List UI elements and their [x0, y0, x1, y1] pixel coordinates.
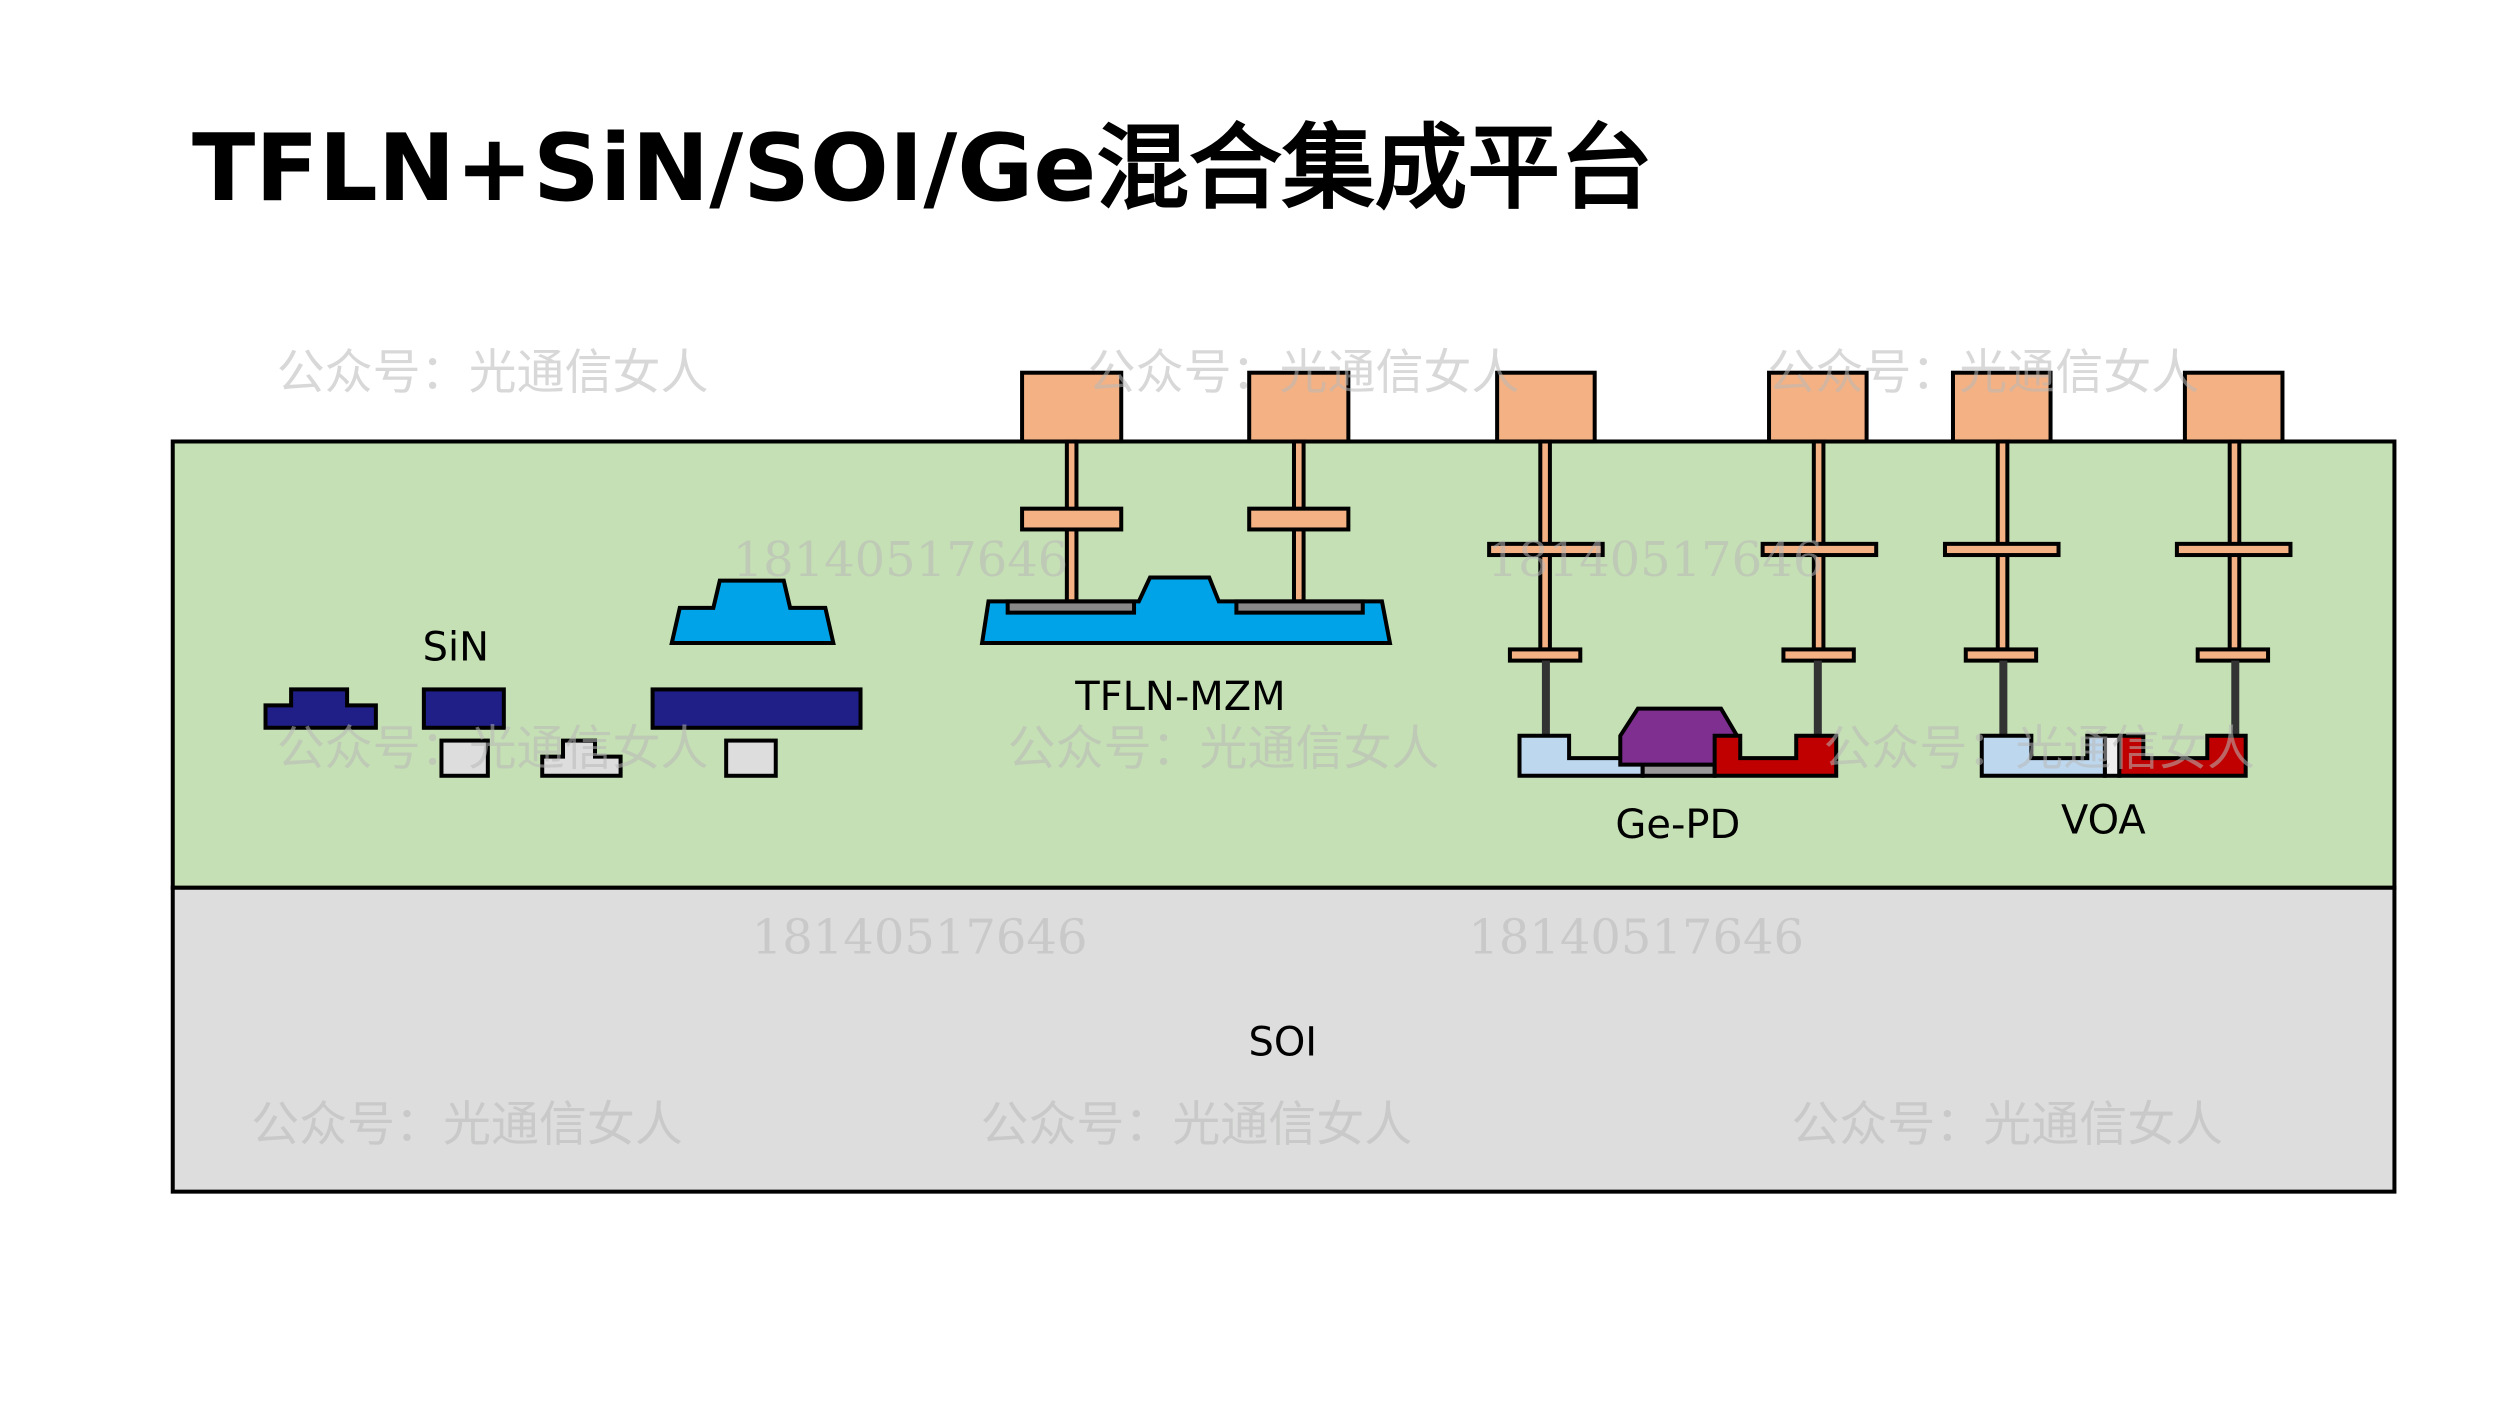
- sin-section: SiN: [263, 578, 863, 778]
- metal-pad: [1950, 370, 2053, 444]
- watermark-account: 公众号：光通信女人: [1008, 721, 1440, 777]
- sin-strip-waveguide: [421, 687, 506, 730]
- si-strip-waveguide: [724, 738, 778, 778]
- tfln-mzm-section: TFLN-MZM: [979, 370, 1393, 720]
- metal-layer: [1507, 647, 1583, 663]
- metal-layer: [1963, 647, 2039, 663]
- soi-label: SOI: [1248, 1020, 1317, 1066]
- contact-via: [1813, 660, 1822, 736]
- watermark-account: 公众号：光通信女人: [277, 721, 709, 777]
- metal-layer: [1247, 506, 1351, 532]
- metal-pad: [1495, 370, 1597, 444]
- contact-via: [1999, 660, 2008, 736]
- metal-layer: [1781, 647, 1856, 663]
- watermark-account: 公众号：光通信女人: [1823, 721, 2255, 777]
- metal-layer: [2174, 541, 2293, 558]
- watermark-account: 公众号：光通信女人: [980, 1096, 1412, 1152]
- watermark-account: 公众号：光通信女人: [1088, 345, 1520, 401]
- n-doped-region: [1712, 733, 1839, 778]
- watermark-account: 公众号：光通信女人: [1791, 1096, 2223, 1152]
- mzm-electrode: [1005, 599, 1137, 615]
- metal-layer: [1942, 541, 2061, 558]
- n-doped-region: [2117, 733, 2248, 778]
- metal-layer: [2195, 647, 2271, 663]
- sin-wide-waveguide: [650, 687, 863, 730]
- watermark-account: 公众号：光通信女人: [1767, 345, 2199, 401]
- page-title: TFLN+SiN/SOI/Ge混合集成平台: [192, 114, 1653, 222]
- metal-pad: [1020, 370, 1124, 444]
- voa-label: VOA: [2061, 797, 2146, 843]
- watermark-phone: 18140517646: [1468, 909, 1804, 965]
- voa-section: VOA: [1942, 370, 2293, 843]
- metal-layer: [1020, 506, 1124, 532]
- watermarks: 公众号：光通信女人 公众号：光通信女人 公众号：光通信女人 1814051764…: [251, 345, 2255, 1153]
- si-rib-waveguide: [540, 738, 623, 778]
- watermark-account: 公众号：光通信女人: [251, 1096, 683, 1152]
- watermark-phone: 18140517646: [752, 909, 1088, 965]
- contact-via: [2231, 660, 2240, 736]
- sin-rib-waveguide: [263, 687, 378, 730]
- watermark-phone: 18140517646: [733, 532, 1069, 588]
- metal-layer: [1760, 541, 1879, 558]
- metal-pad: [2182, 370, 2285, 444]
- soi-substrate-layer: [170, 885, 2397, 1194]
- watermark-account: 公众号：光通信女人: [277, 345, 709, 401]
- si-strip-waveguide: [439, 738, 490, 778]
- sin-label: SiN: [423, 625, 489, 671]
- metal-layer: [1487, 541, 1605, 558]
- watermark-phone: 18140517646: [1488, 532, 1824, 588]
- metal-pad: [1247, 370, 1351, 444]
- contact-via: [1541, 660, 1550, 736]
- mzm-label: TFLN-MZM: [1074, 674, 1285, 720]
- mzm-electrode: [1234, 599, 1365, 615]
- ge-pd-section: Ge-PD: [1487, 370, 1879, 848]
- ge-pd-label: Ge-PD: [1615, 802, 1740, 848]
- tfln-rib-waveguide: [669, 578, 836, 646]
